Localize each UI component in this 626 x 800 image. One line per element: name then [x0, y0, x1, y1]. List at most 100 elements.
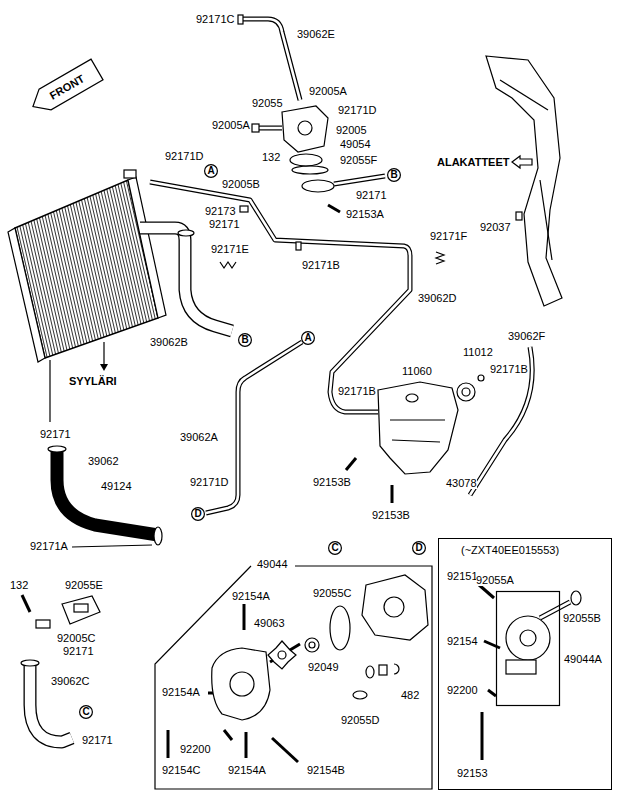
circle-shape: [329, 542, 342, 555]
callout-number: 92200: [180, 743, 211, 755]
reference-letter: A: [207, 166, 214, 176]
reference-circle: D: [191, 507, 205, 521]
circle-shape: [205, 165, 218, 178]
callout-number: 92171D: [190, 476, 229, 488]
reference-letter: D: [415, 543, 422, 553]
front-arrow: [27, 59, 103, 117]
callout-number: 92151: [447, 570, 478, 582]
reference-circle: B: [387, 168, 401, 182]
callout-number: 92171F: [430, 230, 467, 242]
reference-label: ALAKATTEET: [437, 156, 510, 168]
circle-shape: [80, 706, 93, 719]
water-pump: [168, 575, 428, 762]
callout-number: 92171B: [338, 385, 376, 397]
circle-shape: [239, 334, 252, 347]
reference-label: SYYLÄRI: [69, 375, 117, 387]
callout-number: 92005A: [309, 85, 347, 97]
callout-number: 39062C: [51, 675, 90, 687]
callout-number: 92173: [205, 205, 236, 217]
water-pump-early: [478, 584, 581, 760]
callout-number: 92005B: [222, 178, 260, 190]
callout-number: 92055D: [341, 714, 380, 726]
callout-number: 92171D: [338, 104, 377, 116]
callout-number: 49124: [101, 480, 132, 492]
circle-shape: [388, 169, 401, 182]
callout-number: 92154A: [232, 590, 270, 602]
reference-letter: B: [390, 170, 397, 180]
reference-circle: A: [204, 164, 218, 178]
reference-circle: C: [328, 541, 342, 555]
group-bracket: [497, 592, 560, 706]
callout-number: 92049: [308, 661, 339, 673]
callout-number: 39062B: [150, 336, 188, 348]
callout-number: 39062E: [297, 28, 335, 40]
callout-number: 92154A: [162, 686, 200, 698]
callout-number: 92171C: [196, 13, 235, 25]
callout-number: 49054: [340, 138, 371, 150]
callout-number: 92153B: [313, 476, 351, 488]
callout-number: 92171B: [302, 259, 340, 271]
callout-number: 92037: [480, 221, 511, 233]
callout-number: 92055A: [476, 574, 514, 586]
reference-letter: B: [241, 335, 248, 345]
callout-number: 49063: [254, 617, 285, 629]
group-number: (~ZXT40EE015553): [461, 544, 559, 556]
lower-fittings: [22, 595, 100, 628]
callout-number: 92171E: [211, 243, 249, 255]
callout-number: 92154B: [307, 764, 345, 776]
callout-number: 92055B: [563, 612, 601, 624]
callout-number: 39062: [88, 455, 119, 467]
callout-number: 92171: [82, 734, 113, 746]
group-number: 49044: [257, 558, 288, 570]
callout-number: 92171A: [30, 540, 68, 552]
callout-number: 92154A: [228, 764, 266, 776]
callout-number: 92153B: [372, 509, 410, 521]
callout-number: 11012: [463, 346, 493, 358]
callout-number: 92154C: [162, 764, 201, 776]
coolant-pipes: [21, 15, 570, 742]
callout-number: 92171: [40, 428, 71, 440]
group-outline: [496, 591, 608, 711]
radiator: [8, 170, 166, 422]
callout-number: 482: [401, 689, 419, 701]
callout-number: 11060: [402, 365, 432, 377]
reference-letter: A: [304, 333, 311, 343]
callout-number: 92200: [447, 684, 478, 696]
callout-number: 39062F: [508, 330, 545, 342]
callout-number: 92005A: [212, 119, 250, 131]
reference-circle: C: [79, 705, 93, 719]
callout-number: 132: [262, 151, 280, 163]
callout-number: 92055: [252, 97, 283, 109]
callout-number: 92171D: [165, 150, 204, 162]
callout-number: 43078: [446, 477, 477, 489]
thermostat-housing: [240, 106, 340, 212]
direction-label: FRONT: [48, 72, 87, 101]
reference-letter: D: [194, 509, 201, 519]
undercover: [486, 56, 562, 306]
callout-number: 92171: [356, 189, 387, 201]
callout-number: 132: [10, 579, 28, 591]
callout-number: 92005C: [57, 632, 96, 644]
callout-number: 92171B: [490, 363, 528, 375]
group-bracket: [155, 566, 432, 789]
callout-number: 92153A: [346, 208, 384, 220]
circle-shape: [413, 542, 426, 555]
callout-number: 39062A: [180, 431, 218, 443]
group-box: 49044A: [496, 591, 608, 711]
circle-shape: [302, 332, 315, 345]
circle-shape: [192, 508, 205, 521]
callout-number: 92055C: [313, 587, 352, 599]
callout-number: 39062D: [418, 292, 457, 304]
callout-number: 92171: [209, 218, 240, 230]
callout-number: 92055E: [65, 579, 103, 591]
reference-letter: C: [82, 707, 89, 717]
callout-number: 92055F: [340, 154, 377, 166]
group-number: 49044A: [564, 653, 602, 665]
reference-letter: C: [331, 543, 338, 553]
reference-circle: A: [301, 331, 315, 345]
reference-circle: D: [412, 541, 426, 555]
callout-number: 92154: [447, 635, 478, 647]
callout-number: 92171: [63, 645, 94, 657]
callout-number: 92005: [336, 124, 367, 136]
